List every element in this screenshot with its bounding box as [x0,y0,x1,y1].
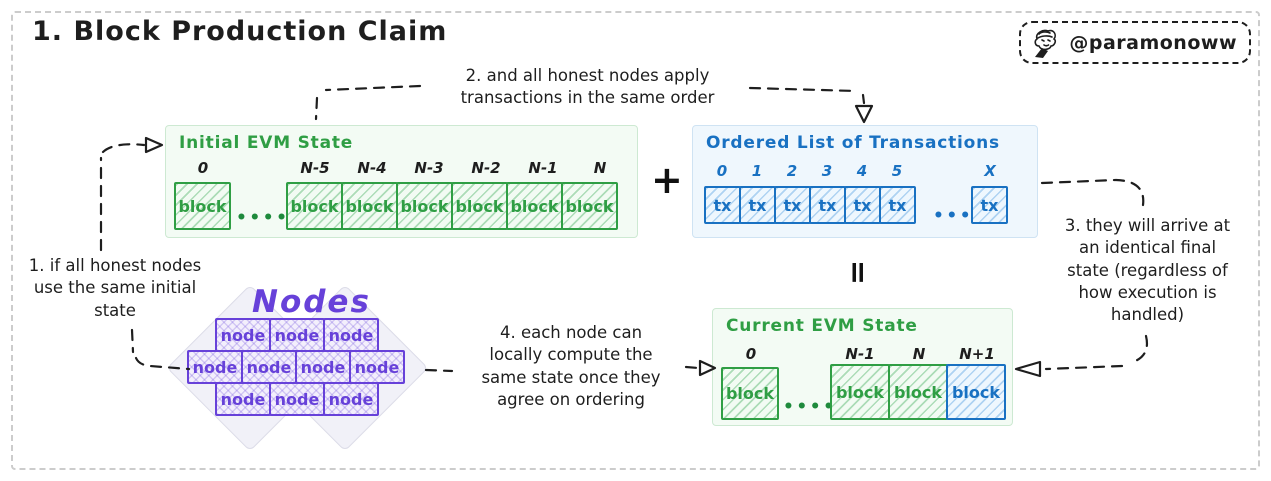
tx-cell: tx [774,186,811,224]
block-index-label: N-1 [528,159,558,177]
tx-index-label: 1 [751,162,763,180]
current-evm-state-box: Current EVM State 0 N-1 N N+1 block ••••… [712,308,1013,426]
ellipsis-dots: ••••• [236,208,303,228]
tx-index-label: 3 [821,162,833,180]
tx-cell: tx [971,186,1008,224]
page-title: 1. Block Production Claim [32,16,448,47]
node-cell: node [269,318,325,352]
node-cell: node [187,350,243,384]
author-handle[interactable]: @paramonoww [1069,31,1237,54]
tx-index-label: 4 [856,162,868,180]
arrowhead-down-icon [854,104,874,124]
initial-evm-state-title: Initial EVM State [179,133,354,153]
node-cell: node [241,350,297,384]
block-index-label: N [593,159,607,177]
block-index-label: 0 [745,345,757,363]
tx-index-label: 2 [786,162,798,180]
node-cell: node [323,318,379,352]
node-cell: node [323,382,379,416]
plus-operator: + [651,158,683,202]
tx-cell: tx [739,186,776,224]
block-index-label: N-4 [357,159,387,177]
block-cell: block [721,367,779,420]
tx-index-label: X [984,162,996,180]
node-cell: node [215,318,271,352]
tx-cell: tx [704,186,741,224]
block-cell: block [561,182,618,230]
node-cell: node [349,350,405,384]
arrowhead-left-icon [1014,360,1042,378]
block-index-label: N-5 [300,159,330,177]
tx-index-label: 5 [891,162,903,180]
ordered-transactions-title: Ordered List of Transactions [706,133,1000,153]
block-cell: block [286,182,343,230]
block-cell-new: block [946,364,1006,420]
block-cell: block [174,182,231,230]
block-cell: block [451,182,508,230]
block-index-label: N [912,345,926,363]
block-index-label: N+1 [959,345,995,363]
block-cell: block [830,364,890,420]
node-cell: node [269,382,325,416]
block-cell: block [341,182,398,230]
avatar-icon [1027,25,1063,61]
tx-cell: tx [809,186,846,224]
nodes-row: node node node node [187,350,405,384]
tx-cell: tx [844,186,881,224]
block-index-label: N-2 [471,159,501,177]
annotation-3: 3. they will arrive at an identical fina… [1064,216,1231,325]
block-index-label: N-3 [414,159,444,177]
nodes-title: Nodes [252,284,371,320]
tx-index-label: 0 [716,162,728,180]
annotation-1: 1. if all honest nodes use the same init… [28,256,202,320]
author-badge[interactable]: @paramonoww [1019,21,1251,64]
tx-cell: tx [879,186,916,224]
nodes-row: node node node [215,318,379,352]
equals-operator: = [840,259,876,286]
block-index-label: 0 [197,159,209,177]
initial-evm-state-box: Initial EVM State 0 N-5 N-4 N-3 N-2 N-1 … [165,125,638,238]
nodes-row: node node node [215,382,379,416]
node-cell: node [215,382,271,416]
block-cell: block [396,182,453,230]
block-cell: block [506,182,563,230]
node-cell: node [295,350,351,384]
annotation-2: 2. and all honest nodes apply transactio… [460,66,715,108]
block-index-label: N-1 [845,345,875,363]
arrowhead-right-icon [144,136,164,154]
block-cell: block [888,364,948,420]
ordered-transactions-box: Ordered List of Transactions 0 1 2 3 4 5… [692,125,1038,238]
annotation-4: 4. each node can locally compute the sam… [481,323,661,409]
current-evm-state-title: Current EVM State [726,316,918,336]
